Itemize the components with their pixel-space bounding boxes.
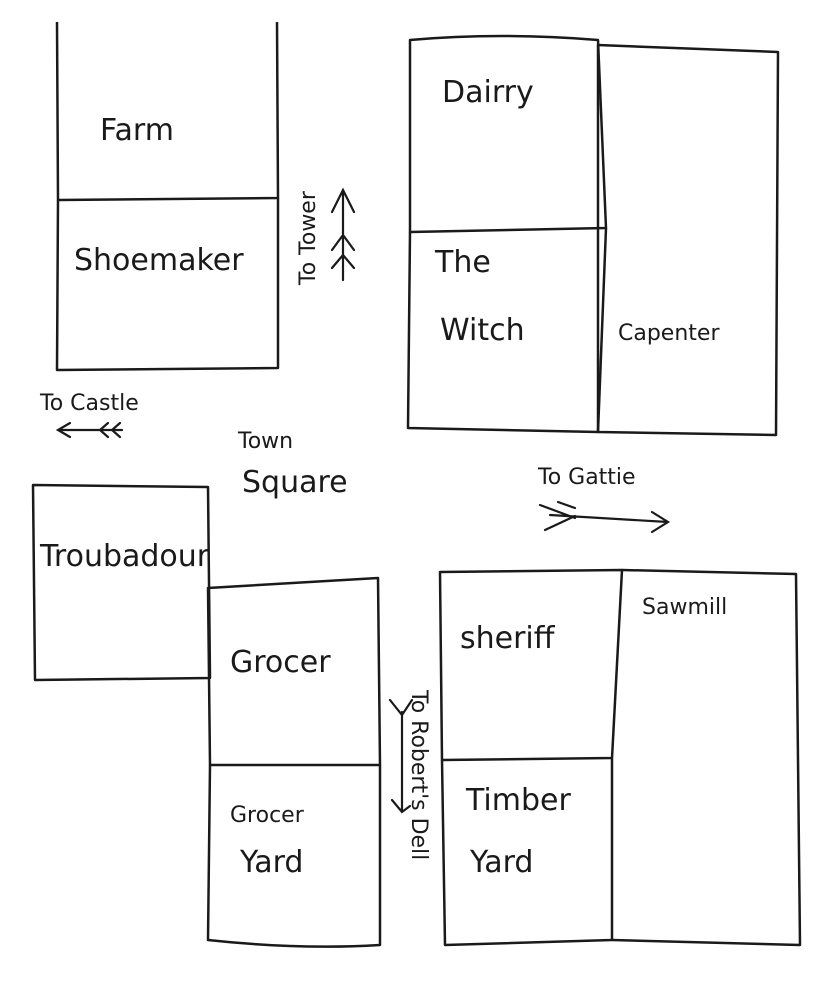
grocer-yard-label-line2: Yard: [239, 845, 303, 880]
building-sheriff: sheriff: [438, 568, 624, 762]
witch-label-line2: Witch: [440, 313, 525, 348]
building-sawmill: Sawmill: [611, 568, 802, 947]
timber-yard-label-line1: Timber: [465, 783, 571, 818]
carpenter-label: Capenter: [618, 321, 720, 346]
timber-yard-label-line2: Yard: [469, 845, 533, 880]
building-dairy: Dairry: [408, 34, 608, 234]
shoemaker-label: Shoemaker: [74, 243, 244, 278]
witch-label-line1: The: [434, 245, 491, 280]
dairy-label: Dairry: [442, 75, 534, 110]
dell-label: To Robert's Dell: [406, 689, 431, 860]
farm-label: Farm: [100, 113, 174, 148]
grocer-yard-label-line1: Grocer: [230, 803, 305, 828]
grocer-label: Grocer: [230, 645, 331, 680]
gattie-label: To Gattie: [537, 465, 636, 490]
building-grocer-yard: Grocer Yard: [206, 764, 382, 948]
building-timber-yard: Timber Yard: [440, 758, 614, 947]
direction-castle: To Castle: [39, 391, 139, 439]
square-label-line2: Square: [242, 465, 348, 500]
building-carpenter: Capenter: [596, 43, 780, 437]
arrow-left-icon: [55, 421, 124, 439]
tower-label: To Tower: [296, 190, 321, 286]
sheriff-label: sheriff: [460, 621, 556, 656]
troubadour-label: Troubadour: [39, 539, 210, 574]
sawmill-label: Sawmill: [642, 595, 727, 620]
direction-tower: To Tower: [296, 187, 356, 286]
building-troubadour: Troubadour: [31, 483, 212, 682]
building-witch: The Witch: [406, 227, 608, 434]
arrow-down-icon: [388, 698, 414, 814]
town-square: Town Square: [237, 429, 348, 500]
building-shoemaker: Shoemaker: [55, 198, 280, 372]
direction-dell: To Robert's Dell: [388, 689, 431, 860]
square-label-line1: Town: [237, 429, 293, 454]
arrow-up-icon: [330, 187, 356, 282]
arrow-right-icon: [538, 500, 671, 534]
castle-label: To Castle: [39, 391, 139, 416]
direction-gattie: To Gattie: [537, 465, 671, 534]
building-grocer: Grocer: [206, 576, 382, 767]
building-farm: Farm: [55, 21, 280, 202]
